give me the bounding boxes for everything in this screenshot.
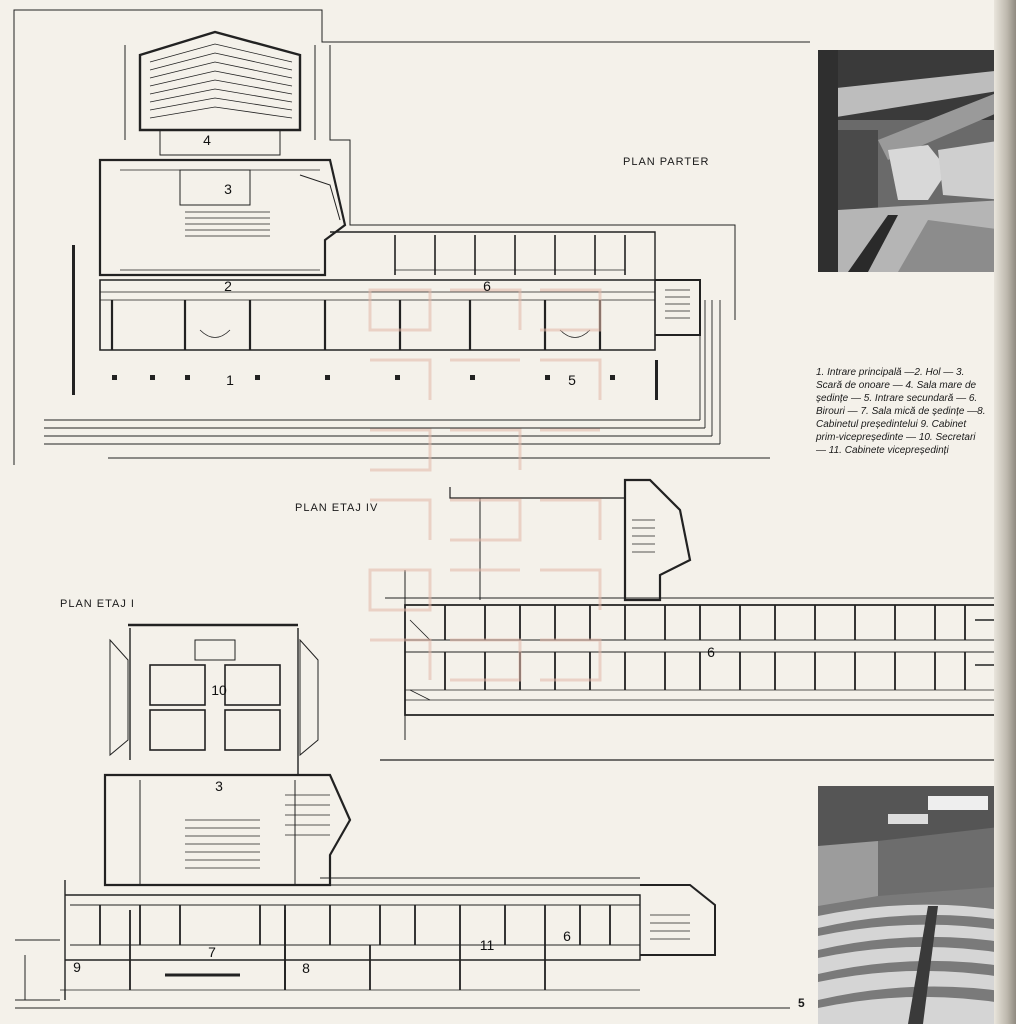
room-number: 6 (483, 278, 491, 294)
room-number: 5 (568, 372, 576, 388)
room-number: 2 (224, 278, 232, 294)
room-number: 10 (211, 682, 227, 698)
room-number: 11 (479, 937, 495, 953)
room-number: 3 (224, 181, 232, 197)
plan-legend: 1. Intrare principală —2. Hol — 3. Scară… (816, 367, 986, 456)
room-number: 8 (302, 960, 310, 976)
room-number: 7 (208, 944, 216, 960)
plan-title-ground-floor: PLAN PARTER (623, 156, 710, 168)
first-floor-plan (15, 623, 790, 1009)
room-number: 1 (226, 372, 234, 388)
room-number: 3 (215, 778, 223, 794)
photo-auditorium-seats (818, 786, 1008, 1024)
page-number: 5 (798, 996, 805, 1010)
plan-title-fourth-floor: PLAN ETAJ IV (295, 502, 379, 514)
room-number: 6 (563, 928, 571, 944)
ground-floor-plan (13, 9, 810, 465)
page-gutter-shadow (994, 0, 1016, 1024)
room-number: 6 (707, 644, 715, 660)
room-number: 4 (203, 132, 211, 148)
fourth-floor-plan (380, 478, 1000, 761)
photo-meeting-hall (818, 50, 1004, 272)
plan-title-first-floor: PLAN ETAJ I (60, 598, 135, 610)
room-number: 9 (73, 959, 81, 975)
